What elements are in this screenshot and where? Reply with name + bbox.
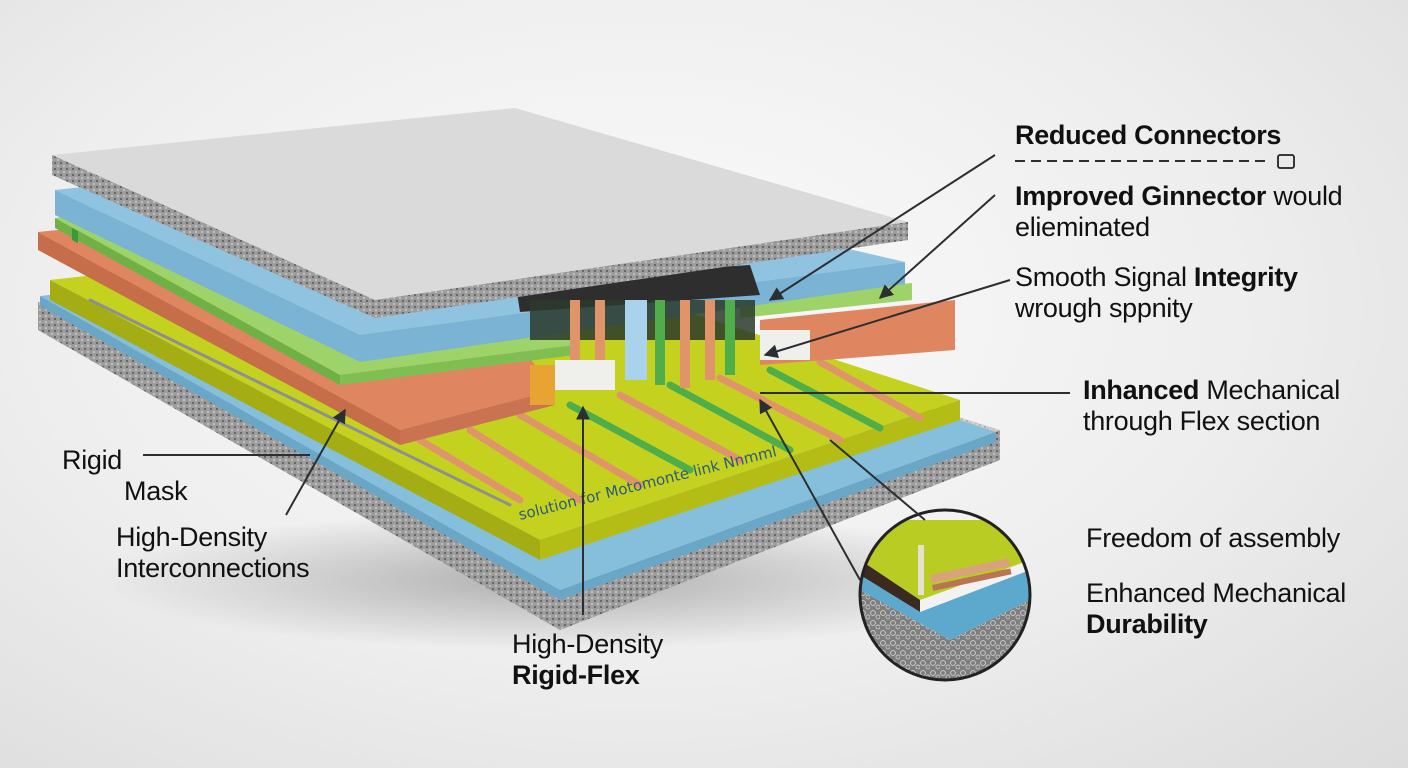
label-text: would (1266, 181, 1343, 211)
leader-smooth-signal (763, 279, 1011, 359)
label-inhanced-mechanical: Inhanced Mechanical through Flex section (1083, 375, 1340, 437)
detail-inset (858, 508, 1032, 682)
label-smooth-signal: Smooth Signal Integrity wrough sppnity (1015, 262, 1298, 324)
label-text-bold: Integrity (1193, 262, 1298, 292)
label-text: High-Density (512, 629, 663, 659)
label-text: Smooth Signal (1015, 262, 1194, 292)
flex-traces (88, 298, 924, 507)
leader-inset-1 (759, 398, 861, 581)
label-enhanced-durability: Enhanced Mechanical Durability (1086, 578, 1346, 640)
label-text-bold: Inhanced (1083, 375, 1200, 405)
leader-lines (143, 154, 1270, 615)
label-freedom-of-assembly: Freedom of assembly (1086, 523, 1340, 554)
label-text-bold: Rigid-Flex (512, 660, 640, 690)
leader-inset-2 (829, 439, 926, 521)
label-text: Interconnections (116, 553, 310, 583)
label-text: Enhanced Mechanical (1086, 578, 1346, 608)
label-high-density-interconnections: High-Density Interconnections (116, 522, 310, 584)
green-fingers (72, 227, 78, 244)
label-text-bold: Durability (1086, 609, 1208, 639)
chat-bubble-icon (1277, 154, 1295, 169)
leader-hdi (285, 408, 346, 516)
label-text: elieminated (1015, 212, 1150, 242)
label-text: High-Density (116, 522, 267, 552)
leader-improved-connector (878, 194, 996, 299)
label-text: Mask (124, 476, 188, 506)
label-text: Freedom of assembly (1086, 523, 1340, 553)
label-text: Mechanical (1199, 375, 1340, 405)
label-text: wrough sppnity (1015, 293, 1193, 323)
leader-reduced-connectors (768, 154, 996, 301)
label-reduced-connectors: Reduced Connectors (1015, 120, 1281, 151)
label-high-density-rigid-flex: High-Density Rigid-Flex (512, 629, 663, 691)
label-mask: Mask (124, 476, 188, 507)
label-text-bold: Improved Ginnector (1015, 181, 1267, 211)
layer-top-rigid-cover (52, 108, 908, 318)
label-rigid: Rigid (62, 445, 122, 476)
connector-pins (530, 300, 810, 405)
label-text: Reduced Connectors (1015, 120, 1282, 150)
label-improved-connector: Improved Ginnector would elieminated (1015, 181, 1343, 243)
label-text: through Flex section (1083, 406, 1321, 436)
label-text: Rigid (62, 445, 123, 475)
